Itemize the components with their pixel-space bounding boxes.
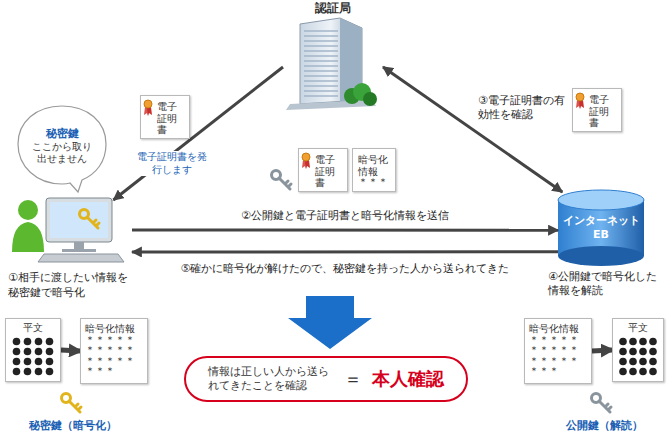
node-text: 電子証明書 xyxy=(589,94,618,129)
issue-note: 電子証明書を発行します xyxy=(136,151,208,176)
plaintext-doc: 平文 xyxy=(5,318,61,382)
node-subtext: ＝ xyxy=(344,367,362,391)
key-icon xyxy=(592,394,612,413)
node-subtext: 本人確認 xyxy=(372,367,444,391)
certificate-doc: 電子証明書 xyxy=(298,148,348,192)
plaintext-doc: 平文 xyxy=(612,318,664,382)
database-node: インターネットEB xyxy=(558,192,644,264)
result-box: 情報は正しい人から送られてきたことを確認 ＝ 本人確認 xyxy=(184,356,468,402)
key-icon xyxy=(80,210,100,229)
node-text: 平文 xyxy=(23,322,43,334)
arrow-connector xyxy=(592,350,612,351)
arrow-connector xyxy=(132,229,558,232)
key-icon xyxy=(62,394,82,413)
encrypted-doc: 暗号化情報＊＊＊＊＊ ＊＊＊＊＊ ＊＊＊＊＊ ＊＊＊ xyxy=(80,318,148,384)
edge-label: ⑤確かに暗号化が解けたので、秘密鍵を持った人から送られてきた xyxy=(179,261,512,276)
node-text: 暗号化情報 xyxy=(85,323,135,335)
down-arrow xyxy=(288,296,372,349)
node-text: 情報は正しい人から送られてきたことを確認 xyxy=(208,365,334,394)
arrow-connector xyxy=(383,67,562,192)
database-cylinder xyxy=(558,190,644,266)
node-subtext: ＊＊＊ xyxy=(358,177,388,188)
node-text: 平文 xyxy=(628,322,648,334)
arrow-connector xyxy=(132,250,558,253)
building xyxy=(286,18,377,110)
arrow-connector xyxy=(61,350,80,351)
user-computer xyxy=(12,198,124,262)
node-subtext: ＊＊＊＊＊ ＊＊＊＊＊ ＊＊＊＊＊ ＊＊＊ xyxy=(529,335,587,377)
authority: 認証局 xyxy=(283,0,383,108)
step-note: ③電子証明書の有効性を確認 xyxy=(478,94,570,122)
encrypted-doc: 暗号化情報＊＊＊ xyxy=(352,148,396,192)
certificate-doc: 電子証明書 xyxy=(140,95,190,139)
key-caption: 公開鍵（解読） xyxy=(552,419,656,433)
node-text: 電子証明書 xyxy=(157,101,186,136)
node-subtext: ここから取り出せません xyxy=(30,141,94,165)
node-text: 認証局 xyxy=(315,0,351,17)
certificate-doc: 電子証明書 xyxy=(572,88,622,132)
speech-bubble: 秘密鍵ここから取り出せません xyxy=(16,104,108,186)
node-text: 秘密鍵 xyxy=(46,126,79,141)
node-text: 暗号化情報 xyxy=(529,323,579,335)
encrypted-doc: 暗号化情報＊＊＊＊＊ ＊＊＊＊＊ ＊＊＊＊＊ ＊＊＊ xyxy=(524,318,592,384)
node-text: ①相手に渡したい情報を秘密鍵で暗号化 xyxy=(8,271,132,300)
node-subtext: ＊＊＊＊＊ ＊＊＊＊＊ ＊＊＊＊＊ ＊＊＊ xyxy=(85,335,143,377)
arrow-connector xyxy=(113,67,283,200)
key-caption: 秘密鍵（暗号化） xyxy=(18,419,128,433)
node-text: 電子証明書 xyxy=(315,154,344,189)
user-pc: ①相手に渡したい情報を秘密鍵で暗号化 xyxy=(8,200,132,300)
edge-label: ②公開鍵と電子証明書と暗号化情報を送信 xyxy=(239,208,451,223)
step-note: ④公開鍵で暗号化した情報を解読 xyxy=(548,270,664,298)
node-text: インターネットEB xyxy=(558,214,644,242)
key-icon xyxy=(272,171,292,190)
node-text: 暗号化情報 xyxy=(358,154,390,177)
